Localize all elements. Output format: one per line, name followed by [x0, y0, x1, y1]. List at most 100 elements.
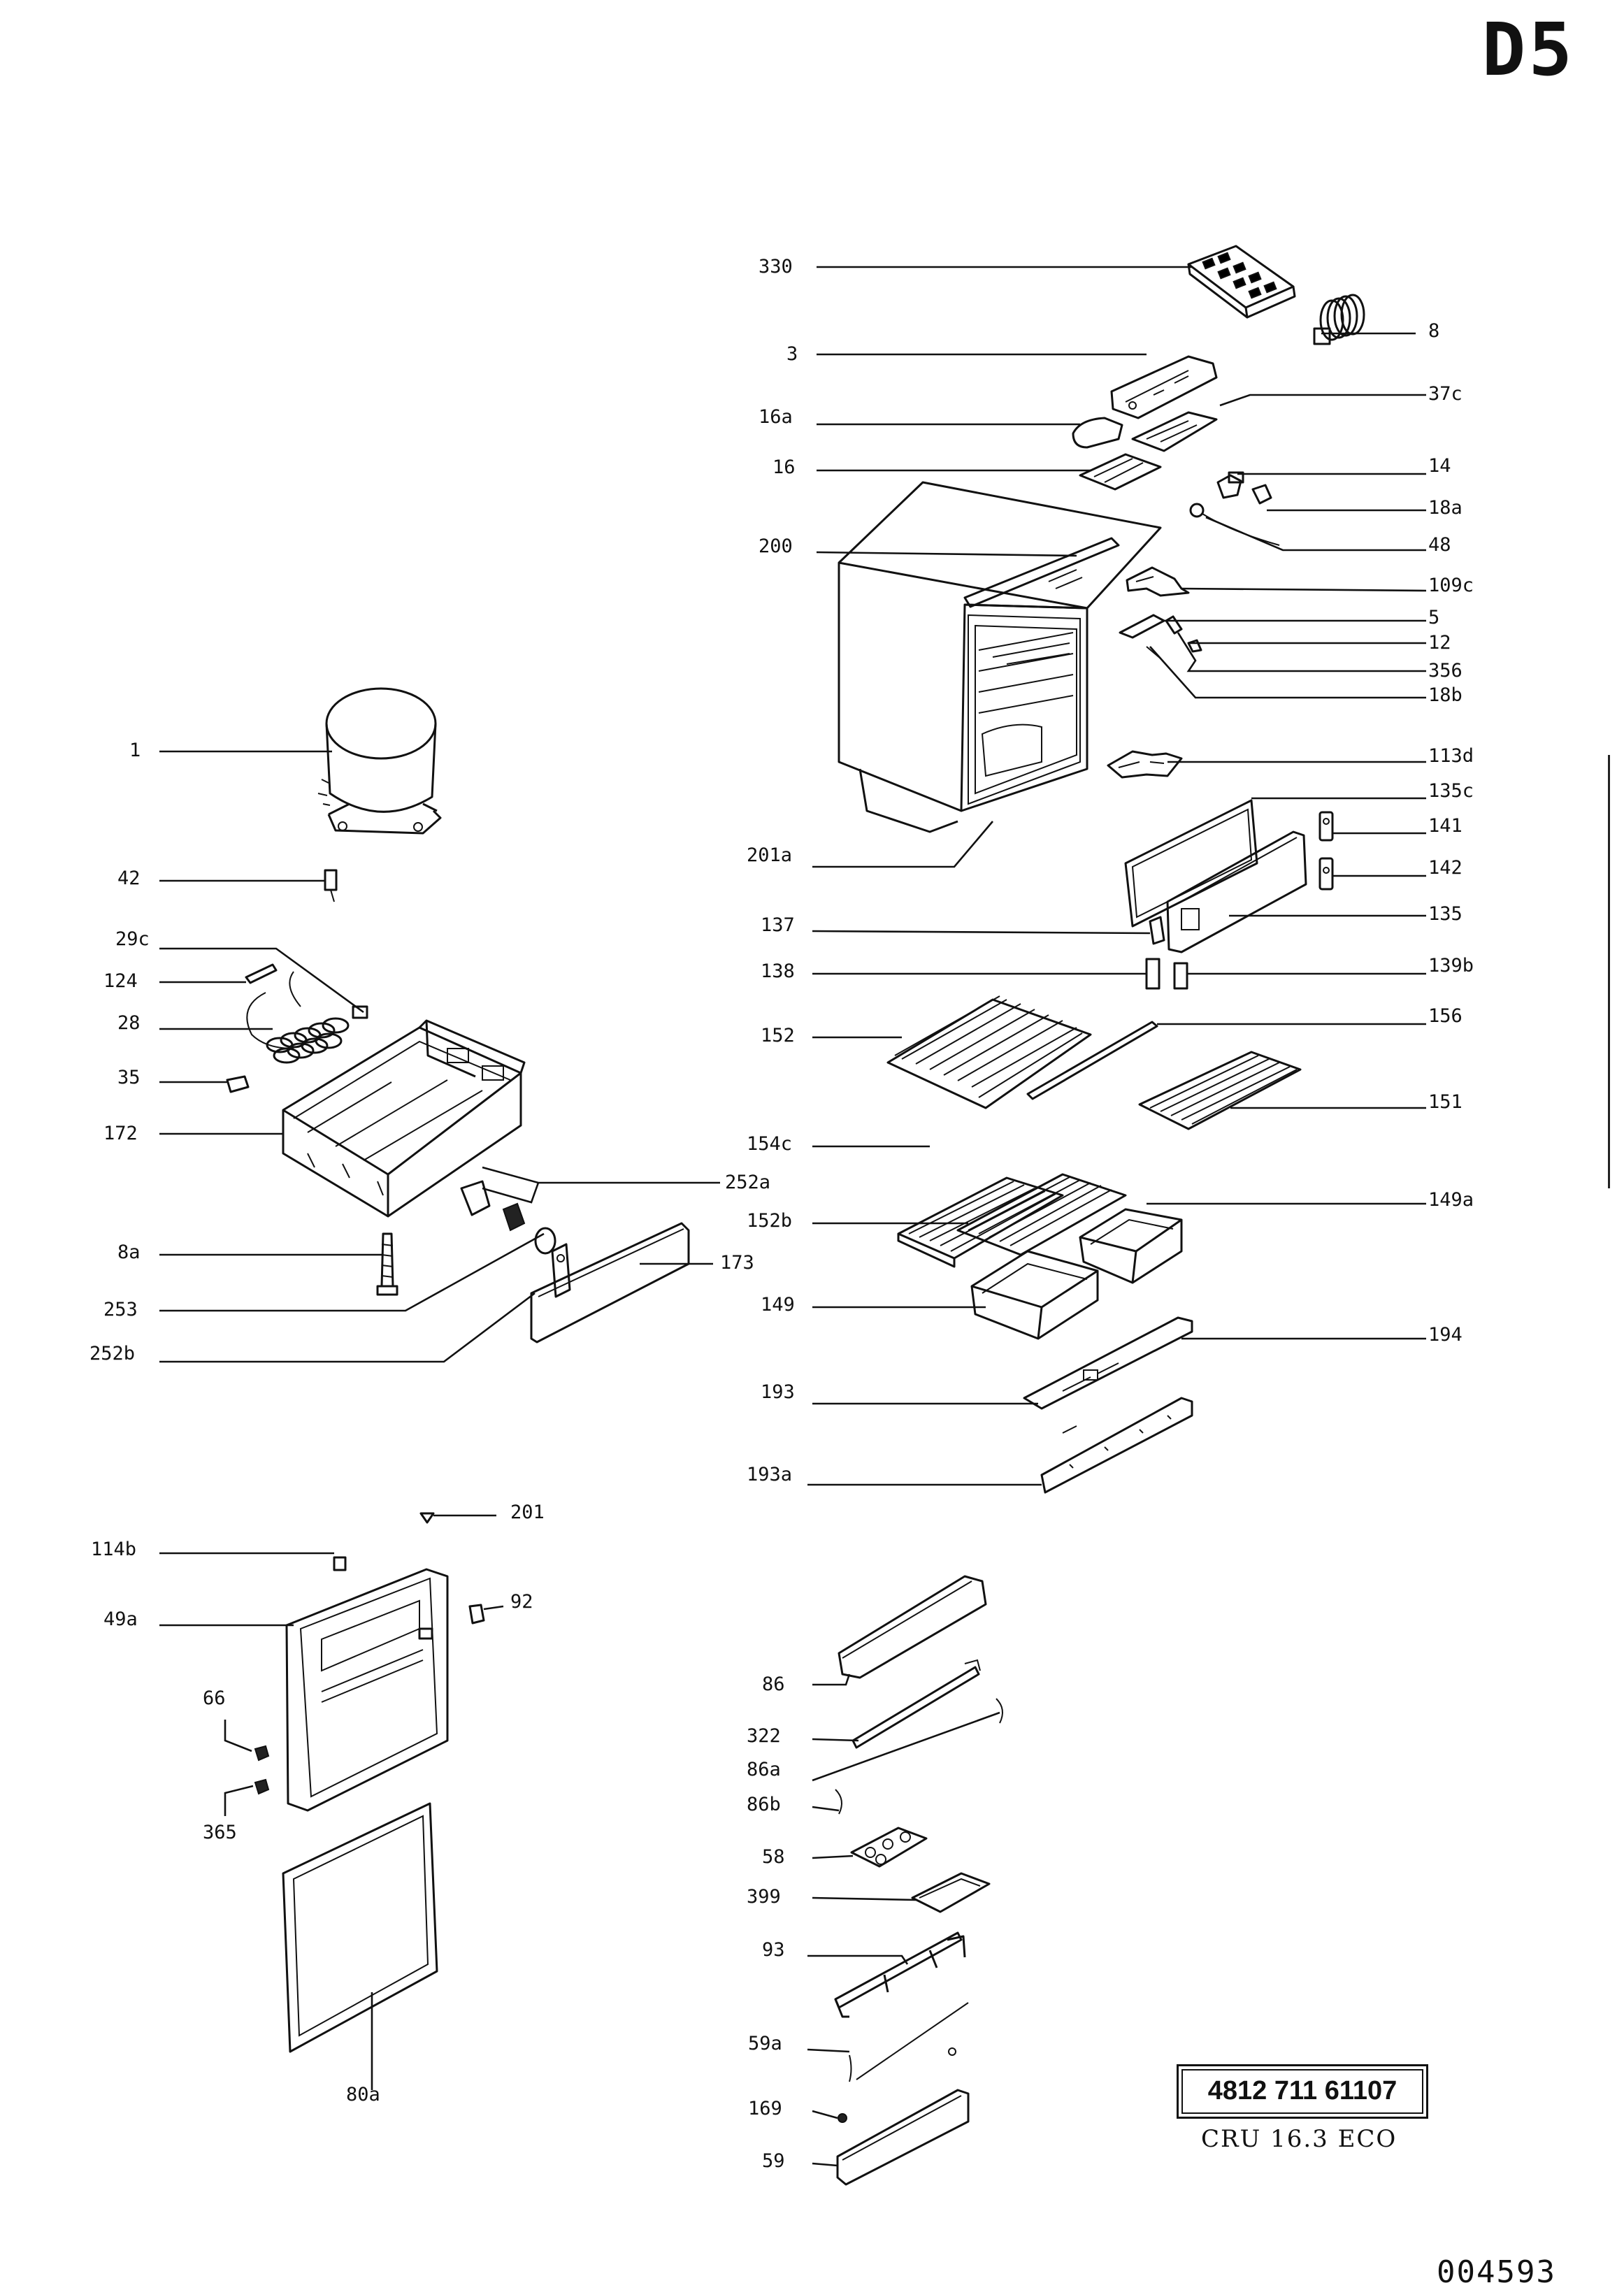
wire-shelf-151 — [1138, 1051, 1302, 1130]
hinge-109c — [1126, 566, 1190, 597]
callout-86: 86 — [762, 1673, 785, 1695]
rail-193a — [1040, 1397, 1193, 1494]
callout-113d: 113d — [1428, 745, 1474, 767]
glass-shelf-154c — [897, 1176, 1064, 1268]
callout-252b: 252b — [89, 1343, 135, 1364]
freezer-door-135 — [1166, 830, 1307, 953]
callout-149: 149 — [761, 1294, 795, 1316]
callout-138: 138 — [761, 960, 795, 982]
callout-193a: 193a — [747, 1464, 792, 1485]
door-bin-59 — [836, 2089, 970, 2186]
margin-rule — [1608, 755, 1610, 1188]
callout-42: 42 — [117, 867, 141, 889]
callout-48: 48 — [1428, 534, 1451, 556]
callout-322: 322 — [747, 1725, 781, 1747]
part-number-box: 4812 711 61107 — [1177, 2064, 1428, 2119]
callout-8: 8 — [1428, 320, 1439, 342]
callout-124: 124 — [103, 970, 138, 992]
grille-16 — [1079, 453, 1162, 491]
grommet-35 — [226, 1075, 250, 1093]
callout-139b: 139b — [1428, 955, 1474, 977]
callout-149a: 149a — [1428, 1189, 1474, 1211]
plug-92 — [468, 1604, 485, 1625]
clip-16a — [1072, 417, 1123, 449]
compressor — [317, 687, 442, 835]
callout-141: 141 — [1428, 815, 1463, 837]
model-name: CRU 16.3 ECO — [1201, 2125, 1397, 2153]
callout-58: 58 — [762, 1846, 785, 1868]
callout-200: 200 — [759, 535, 793, 557]
callout-93: 93 — [762, 1939, 785, 1961]
wire-shelf-152 — [886, 995, 1092, 1109]
callout-135c: 135c — [1428, 780, 1474, 802]
callout-156: 156 — [1428, 1005, 1463, 1027]
wire-shelf-152b — [956, 1173, 1127, 1256]
bar-59a — [849, 2002, 969, 2082]
callout-1: 1 — [129, 740, 141, 761]
door-frame-135c — [1124, 799, 1258, 928]
callout-172: 172 — [103, 1123, 138, 1144]
part-number: 4812 711 61107 — [1207, 2076, 1397, 2105]
callout-59a: 59a — [748, 2033, 782, 2054]
callout-154c: 154c — [747, 1133, 792, 1155]
callout-3: 3 — [786, 343, 798, 365]
callout-330: 330 — [759, 256, 793, 278]
screw-8a — [376, 1232, 398, 1296]
document-number: 004593 — [1437, 2254, 1556, 2290]
clip-42 — [324, 869, 338, 902]
callout-8a: 8a — [117, 1241, 141, 1263]
callout-16a: 16a — [759, 406, 793, 428]
callout-252a: 252a — [725, 1172, 770, 1193]
callout-201a: 201a — [747, 844, 792, 866]
callout-49a: 49a — [103, 1608, 138, 1630]
bottle-rack-93 — [834, 1931, 966, 2018]
thermostat-parts — [1189, 471, 1280, 546]
dairy-compartment-86 — [838, 1575, 987, 1679]
callout-142: 142 — [1428, 857, 1463, 879]
callout-29c: 29c — [115, 928, 150, 950]
screw-169 — [838, 2113, 847, 2123]
callout-14: 14 — [1428, 455, 1451, 477]
rail-193 — [1023, 1316, 1193, 1410]
callout-194: 194 — [1428, 1324, 1463, 1346]
drain-heater-parts — [245, 963, 368, 1064]
callout-37c: 37c — [1428, 383, 1463, 405]
flap-322 — [851, 1659, 1003, 1749]
callout-109c: 109c — [1428, 575, 1474, 596]
callout-59: 59 — [762, 2150, 785, 2172]
callout-35: 35 — [117, 1067, 141, 1088]
callout-114b: 114b — [91, 1539, 136, 1560]
crisper-149 — [970, 1250, 1099, 1340]
leader-lines — [159, 266, 1427, 2167]
rod-156 — [1026, 1021, 1158, 1100]
callout-16: 16 — [773, 456, 796, 478]
coil-spring — [1313, 294, 1365, 345]
egg-tray-58 — [850, 1827, 928, 1868]
callout-137: 137 — [761, 914, 795, 936]
callout-12: 12 — [1428, 632, 1451, 654]
callout-28: 28 — [117, 1012, 141, 1034]
callout-201: 201 — [510, 1502, 545, 1523]
callout-365: 365 — [203, 1822, 237, 1843]
cabinet-body — [838, 481, 1162, 833]
callout-253: 253 — [103, 1299, 138, 1320]
ice-tray — [1187, 245, 1296, 319]
part-drawings — [226, 245, 1365, 2186]
spring-86b — [835, 1789, 842, 1815]
callout-5: 5 — [1428, 607, 1439, 628]
callout-173: 173 — [720, 1252, 754, 1274]
sheet-id: D5 — [1481, 7, 1575, 92]
door-screws — [254, 1745, 270, 1795]
callout-18b: 18b — [1428, 684, 1463, 706]
callout-92: 92 — [510, 1591, 533, 1613]
bracket-37c — [1131, 411, 1218, 452]
callout-152b: 152b — [747, 1210, 792, 1232]
tray-399 — [911, 1872, 991, 1913]
callout-152: 152 — [761, 1025, 795, 1046]
compressor-tray-172 — [282, 1019, 526, 1218]
door-49a — [285, 1556, 449, 1812]
callout-80a: 80a — [346, 2084, 380, 2105]
screw-201 — [419, 1512, 435, 1524]
callout-labels: 330 8 3 37c 16a 16 14 18a 200 48 109c 5 … — [89, 256, 1474, 2172]
